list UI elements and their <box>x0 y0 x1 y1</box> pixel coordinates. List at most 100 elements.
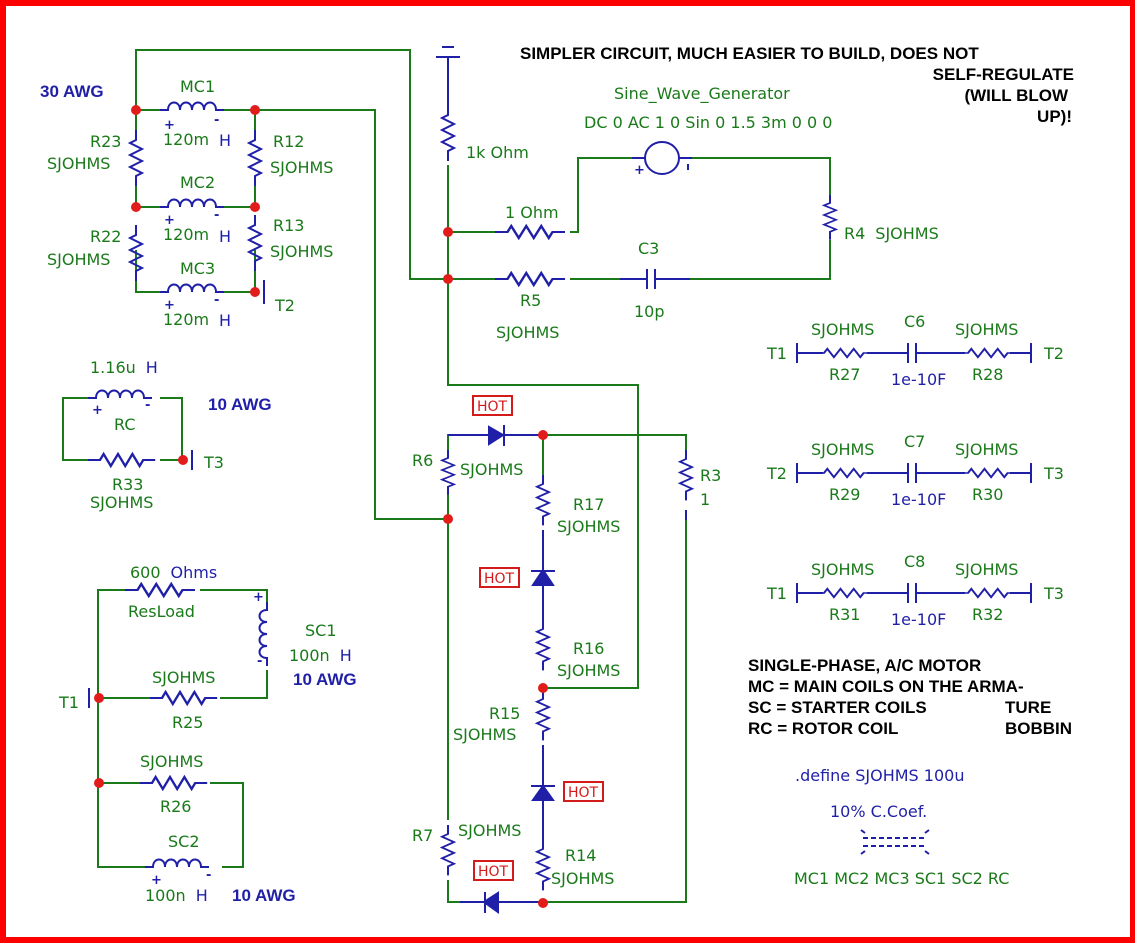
resistor-r30[interactable] <box>955 467 1020 479</box>
legend: SINGLE-PHASE, A/C MOTOR MC = MAIN COILS … <box>748 656 1072 738</box>
diode-mid-upper[interactable] <box>531 568 555 586</box>
r23-value: SJOHMS <box>47 154 110 173</box>
note-line-3: (WILL BLOW <box>964 86 1068 105</box>
c7-value: 1e-10F <box>891 490 946 509</box>
wire-gauge-sc2: 10 AWG <box>232 886 296 905</box>
resistor-r31[interactable] <box>811 587 876 599</box>
sine-wave-generator[interactable]: + <box>632 141 692 178</box>
inductor-rc[interactable] <box>87 389 153 399</box>
hot-tag: HOT <box>472 395 513 416</box>
resistor-r4[interactable] <box>823 194 837 241</box>
resistor-r26[interactable] <box>138 775 209 791</box>
note-line-1: SIMPLER CIRCUIT, MUCH EASIER TO BUILD, D… <box>520 44 979 63</box>
svg-text:HOT: HOT <box>484 571 515 587</box>
junction-dot <box>131 105 141 115</box>
junction-dot <box>178 455 188 465</box>
r28-value: SJOHMS <box>955 320 1018 339</box>
resistor-r25[interactable] <box>148 690 219 706</box>
snubber-row-3: T1 SJOHMS C8 SJOHMS T3 R31 1e-10F R32 <box>766 552 1064 629</box>
c8-value: 1e-10F <box>891 610 946 629</box>
resistor-resload[interactable] <box>123 582 197 598</box>
resistor-r28[interactable] <box>955 347 1020 359</box>
diode-top[interactable] <box>448 425 545 446</box>
resistor-r15[interactable] <box>536 689 550 742</box>
resistor-r17[interactable] <box>536 474 550 527</box>
plus-sign: + <box>151 873 162 888</box>
resistor-r7[interactable] <box>441 824 455 877</box>
junction-dot <box>94 778 104 788</box>
resistor-r6[interactable] <box>441 449 455 496</box>
resistor-r32[interactable] <box>955 587 1020 599</box>
r15-value: SJOHMS <box>453 725 516 744</box>
capacitor-c8[interactable] <box>907 583 917 603</box>
r14-value: SJOHMS <box>551 869 614 888</box>
capacitor-c3[interactable] <box>620 269 690 289</box>
define-directive[interactable]: .define SJOHMS 100u <box>795 766 964 785</box>
resistor-r22[interactable] <box>129 224 143 282</box>
resistor-r27[interactable] <box>811 347 876 359</box>
sc2-name: SC2 <box>168 832 200 851</box>
resistor-1k[interactable] <box>441 104 455 162</box>
r22-name: R22 <box>90 227 121 246</box>
r3-value: 1 <box>700 490 710 509</box>
inductor-mc1[interactable] <box>159 101 225 111</box>
inductor-mc3[interactable] <box>159 283 225 293</box>
coupling-icon[interactable] <box>860 829 930 855</box>
r22-value: SJOHMS <box>47 250 110 269</box>
legend-line-4: RC = ROTOR COIL <box>748 719 898 738</box>
note-line-4: UP)! <box>1037 107 1072 126</box>
wire-gauge-main: 30 AWG <box>40 82 104 101</box>
inductor-mc2[interactable] <box>159 198 225 208</box>
r16-name: R16 <box>573 639 604 658</box>
mc2-name: MC2 <box>180 173 215 192</box>
r29-value: SJOHMS <box>811 440 874 459</box>
r1ohm-value: 1 Ohm <box>505 203 559 222</box>
resistor-r23[interactable] <box>129 129 143 187</box>
resistor-r13[interactable] <box>248 214 262 272</box>
diode-bottom[interactable] <box>460 891 545 914</box>
r23-name: R23 <box>90 132 121 151</box>
resistor-r16[interactable] <box>536 619 550 672</box>
c8-name: C8 <box>904 552 925 571</box>
junction-dot <box>443 227 453 237</box>
r6-value: SJOHMS <box>460 460 523 479</box>
r6-name: R6 <box>412 451 433 470</box>
plus-sign: + <box>634 163 645 178</box>
resistor-r33[interactable] <box>86 452 157 468</box>
diode-mid-lower[interactable] <box>531 784 555 801</box>
r30-name: R30 <box>972 485 1003 504</box>
resistor-r3[interactable] <box>679 449 693 502</box>
resistor-r29[interactable] <box>811 467 876 479</box>
r14-name: R14 <box>565 846 596 865</box>
resistor-r14[interactable] <box>536 839 550 892</box>
r12-name: R12 <box>273 132 304 151</box>
snubber-row-1: T1 SJOHMS C6 SJOHMS T2 R27 1e-10F R28 <box>766 312 1064 389</box>
minus-sign: - <box>206 868 211 883</box>
capacitor-c7[interactable] <box>907 463 917 483</box>
mc1-unit: H <box>219 131 231 150</box>
junction-dot <box>538 898 548 908</box>
resistor-r5[interactable] <box>493 271 567 287</box>
capacitor-c6[interactable] <box>907 343 917 363</box>
mc2-value: 120m <box>163 225 209 244</box>
terminal-t1-label: T1 <box>766 344 787 363</box>
spice-directives: .define SJOHMS 100u 10% C.Coef. MC1 MC2 … <box>794 766 1009 888</box>
junction-dot <box>250 287 260 297</box>
svg-text:HOT: HOT <box>568 785 599 801</box>
inductor-sc2[interactable] <box>144 858 210 868</box>
mc3-value: 120m <box>163 310 209 329</box>
coupling-coefficient[interactable]: 10% C.Coef. <box>830 802 927 821</box>
plus-sign: + <box>164 213 175 228</box>
svg-text:HOT: HOT <box>478 864 509 880</box>
minus-sign: - <box>145 398 150 413</box>
resistor-1ohm[interactable] <box>493 224 567 240</box>
resistor-r12[interactable] <box>248 129 262 187</box>
r27-name: R27 <box>829 365 860 384</box>
plus-sign: + <box>92 403 103 418</box>
r25-value: SJOHMS <box>152 668 215 687</box>
legend-line-1: SINGLE-PHASE, A/C MOTOR <box>748 656 981 675</box>
